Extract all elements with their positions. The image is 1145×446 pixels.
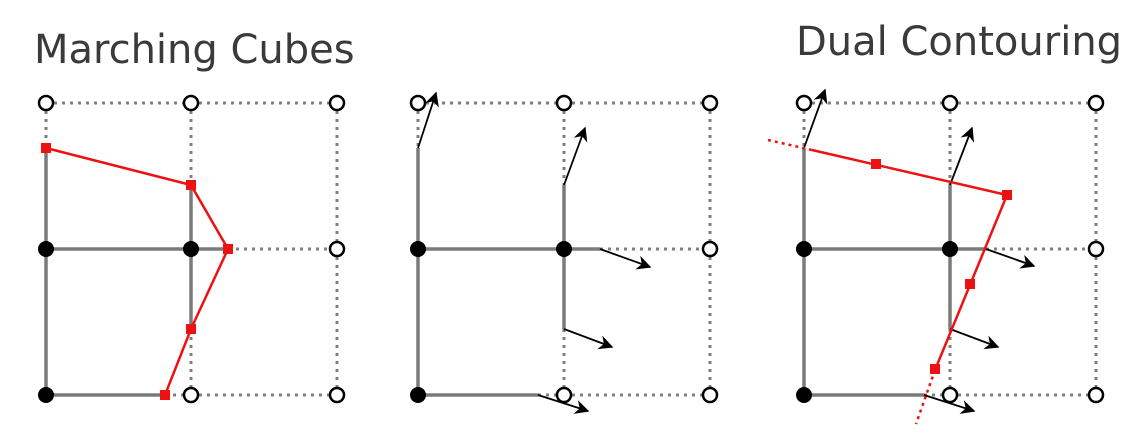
marching-cubes-panel	[37, 94, 346, 404]
dual-contouring-title: Dual Contouring	[796, 19, 1123, 65]
inside-vertex	[556, 241, 572, 257]
outside-vertex	[328, 94, 346, 112]
outside-vertex	[1087, 240, 1105, 258]
inside-vertex	[796, 387, 812, 403]
grid	[44, 101, 339, 397]
inside-vertex	[410, 387, 426, 403]
normal-arrow	[949, 328, 1000, 350]
dual-vertex	[1002, 190, 1012, 200]
outside-vertex	[1087, 94, 1105, 112]
inside-vertex	[38, 387, 54, 403]
normal-arrow	[803, 88, 828, 149]
dual-vertex	[965, 279, 975, 289]
outside-vertex	[409, 94, 427, 112]
normal-arrow	[563, 328, 614, 350]
outside-vertex	[941, 94, 959, 112]
dual-contouring-contour	[811, 148, 1009, 371]
outside-vertex	[182, 386, 200, 404]
outside-vertex	[1087, 386, 1105, 404]
inside-vertex	[38, 241, 54, 257]
edge-intersection-point	[41, 143, 51, 153]
grid-vertices	[795, 94, 1105, 404]
normal-arrow	[949, 126, 975, 186]
normal-arrow	[599, 248, 652, 270]
outside-vertex	[328, 386, 346, 404]
contour-dual	[767, 138, 1012, 425]
hermite-normals-panel	[409, 91, 719, 414]
outside-vertex	[701, 386, 719, 404]
grid	[416, 101, 712, 397]
normal-arrow	[563, 126, 588, 186]
dual-vertex	[930, 364, 940, 374]
inside-vertex	[942, 241, 958, 257]
tangent-extension	[767, 138, 813, 152]
edge-intersection-point	[223, 244, 233, 254]
normal-arrow	[985, 248, 1036, 269]
grid-vertices	[409, 94, 719, 404]
marching-cubes-title: Marching Cubes	[34, 27, 355, 73]
inside-vertex	[183, 241, 199, 257]
outside-vertex	[555, 386, 573, 404]
tangent-extension	[914, 369, 937, 425]
outside-vertex	[555, 94, 573, 112]
dual-contouring-panel	[767, 88, 1105, 425]
contour-marching	[41, 143, 233, 400]
inside-vertex	[410, 241, 426, 257]
outside-vertex	[795, 94, 813, 112]
edge-intersection-point	[160, 390, 170, 400]
normal-arrow	[417, 91, 439, 149]
outside-vertex	[941, 386, 959, 404]
inside-vertex	[796, 241, 812, 257]
outside-vertex	[37, 94, 55, 112]
edge-intersection-point	[186, 180, 196, 190]
outside-vertex	[701, 94, 719, 112]
normals	[417, 91, 652, 414]
outside-vertex	[182, 94, 200, 112]
grid-vertices	[37, 94, 346, 404]
edge-intersection-point	[186, 324, 196, 334]
dual-vertex	[871, 159, 881, 169]
outside-vertex	[328, 240, 346, 258]
marching-cubes-contour	[45, 146, 230, 396]
outside-vertex	[701, 240, 719, 258]
